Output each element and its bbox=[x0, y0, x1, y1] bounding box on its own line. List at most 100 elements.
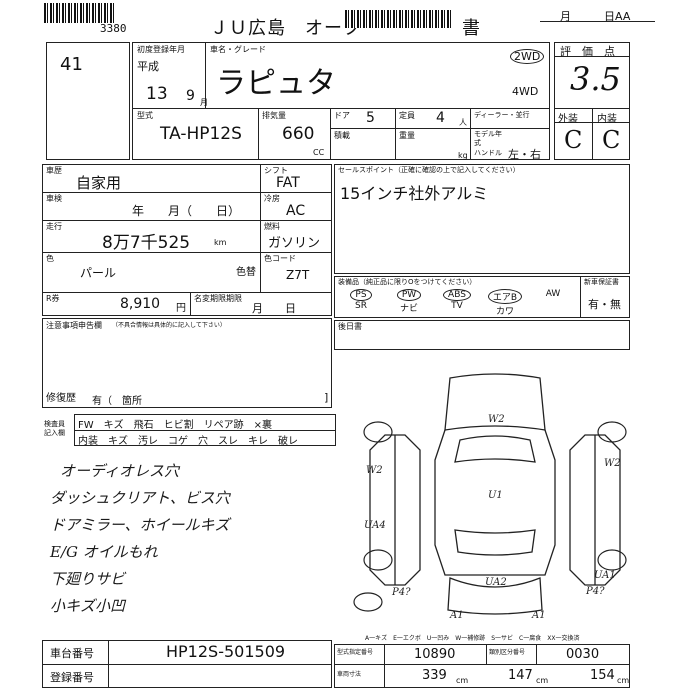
shift-label: シフト bbox=[264, 166, 288, 175]
handle-value: 左・右 bbox=[508, 148, 541, 161]
load-label: 積載 bbox=[334, 131, 350, 140]
date-day: 日AA bbox=[604, 10, 631, 23]
car-damage-diagram: W2 W2 W2 U1 UA4 UA2 UA1 P4? P4? A1 A1 bbox=[353, 373, 627, 620]
history-value: 自家用 bbox=[76, 174, 122, 192]
lot-number: 41 bbox=[60, 54, 83, 75]
reg-month-unit: 月 bbox=[200, 98, 208, 107]
damage-legend: A一キズ E一エクボ U一凹み W一補修跡 S一サビ C一腐食 XX一交換済 bbox=[365, 635, 580, 642]
sales-points-label: セールスポイント（正確に確認の上で記入してください） bbox=[338, 166, 520, 174]
first-reg-label: 初度登録年月 bbox=[137, 45, 185, 54]
code1-value: 10890 bbox=[414, 647, 456, 662]
handwritten-note: E/G オイルもれ bbox=[50, 543, 158, 561]
sales-points-text: 15インチ社外アルミ bbox=[340, 184, 489, 203]
repair-history-value: 有（ 箇所 bbox=[92, 396, 142, 407]
equipment-top: PS bbox=[350, 289, 372, 301]
rear-box-label: 後日書 bbox=[338, 322, 362, 331]
dim-unit-3: cm bbox=[617, 676, 630, 685]
reg-month: 9 bbox=[186, 88, 195, 104]
model-code-label: 型式 bbox=[137, 111, 153, 120]
length-value: 339 bbox=[422, 668, 447, 683]
code2-label: 類別区分番号 bbox=[489, 649, 526, 656]
sales-points-box bbox=[334, 164, 630, 274]
handwritten-note: 下廻りサビ bbox=[50, 570, 126, 588]
grade-label: 評 価 点 bbox=[560, 45, 615, 58]
recycle-value: 8,910 bbox=[120, 296, 161, 312]
code2-value: 0030 bbox=[566, 647, 600, 662]
lot-box bbox=[46, 42, 130, 160]
code1-label: 型式指定番号 bbox=[337, 649, 374, 656]
equipment-top: ABS bbox=[443, 289, 471, 301]
repair-history-label: 修復歴 bbox=[46, 393, 76, 404]
fuel-value: ガソリン bbox=[268, 236, 321, 251]
chassis-label: 車台番号 bbox=[50, 647, 94, 660]
odometer-label: 走行 bbox=[46, 222, 62, 231]
model-code: TA-HP12S bbox=[160, 124, 242, 144]
chassis-value: HP12S-501509 bbox=[166, 642, 286, 661]
inspection-label: 車検 bbox=[46, 194, 62, 203]
mark-u1: U1 bbox=[488, 490, 503, 501]
aircon-value: AC bbox=[286, 203, 306, 219]
date-underline bbox=[540, 21, 655, 22]
stub-number: 3380 bbox=[100, 22, 127, 35]
mark-ua1: UA1 bbox=[594, 570, 616, 581]
exterior-label: 外装 bbox=[558, 114, 578, 125]
auction-suffix: 書 bbox=[462, 18, 480, 39]
capacity-label: 定員 bbox=[399, 111, 415, 120]
color-code-value: Z7T bbox=[286, 268, 310, 282]
notes-label: 注意事項申告欄 bbox=[46, 321, 102, 330]
fuel-label: 燃料 bbox=[264, 222, 280, 231]
displacement-unit: CC bbox=[313, 148, 325, 157]
mark-w2-left: W2 bbox=[366, 465, 383, 476]
inspector-row-2: 内装 キズ 汚レ コゲ 穴 スレ キレ 破レ bbox=[78, 436, 298, 447]
aircon-label: 冷房 bbox=[264, 194, 280, 203]
mark-a1-right: A1 bbox=[531, 610, 546, 620]
mark-a1-left: A1 bbox=[449, 610, 464, 620]
recycle-label: R券 bbox=[46, 294, 60, 303]
date-month: 月 bbox=[560, 10, 571, 23]
interior-grade: C bbox=[602, 126, 621, 154]
equipment-label: 装備品（純正品に限りOをつけてください） bbox=[338, 278, 477, 286]
reg-year: 13 bbox=[146, 84, 168, 104]
equipment-top: エアB bbox=[487, 289, 523, 304]
manual-value: 有・無 bbox=[588, 298, 621, 311]
inspector-row-1: FW キズ 飛石 ヒビ割 リペア跡 ×裏 bbox=[78, 420, 273, 431]
capacity: 4 bbox=[436, 110, 445, 126]
inspector-label: 検査員記入欄 bbox=[44, 420, 65, 437]
width-value: 147 bbox=[508, 668, 533, 683]
top-barcode bbox=[44, 3, 114, 23]
equipment-bottom: SR bbox=[355, 301, 367, 311]
exterior-grade: C bbox=[564, 126, 583, 154]
capacity-unit: 人 bbox=[459, 118, 467, 127]
notes-sub: （不具合情報は具体的に記入して下さい） bbox=[112, 322, 226, 329]
manual-label: 新車保証書 bbox=[584, 278, 619, 286]
grade-score: 3.5 bbox=[570, 60, 621, 98]
name-change-label: 名変期限期限 bbox=[194, 294, 242, 303]
equipment-top: AW bbox=[545, 289, 561, 299]
dim-unit-1: cm bbox=[456, 676, 469, 685]
interior-label: 内装 bbox=[597, 114, 617, 125]
color-label: 色 bbox=[46, 254, 54, 263]
mark-p4-left: P4? bbox=[391, 587, 411, 598]
handwritten-note: 小キズ小凹 bbox=[50, 597, 126, 615]
handwritten-note: オーディオレス穴 bbox=[60, 462, 179, 480]
doors: 5 bbox=[366, 110, 375, 126]
registration-label: 登録番号 bbox=[50, 671, 94, 684]
drive-2wd: 2WD bbox=[510, 49, 545, 64]
kg-label: kg bbox=[458, 151, 468, 160]
handwritten-note: ドアミラー、ホイールキズ bbox=[50, 516, 230, 534]
vehicle-info-box bbox=[132, 42, 550, 160]
displacement-label: 排気量 bbox=[262, 111, 286, 120]
dealer-label: ディーラー・並行 bbox=[474, 111, 530, 119]
equipment-bottom: ナビ bbox=[399, 304, 418, 314]
displacement: 660 bbox=[282, 124, 315, 144]
weight-label: 重量 bbox=[399, 131, 415, 140]
model-name-label: 車名・グレード bbox=[210, 45, 266, 54]
inspection-value: 年 月（ 日） bbox=[132, 204, 241, 218]
notes-box bbox=[42, 318, 332, 408]
equipment-bottom: TV bbox=[451, 301, 463, 311]
rear-note-box bbox=[334, 320, 630, 350]
